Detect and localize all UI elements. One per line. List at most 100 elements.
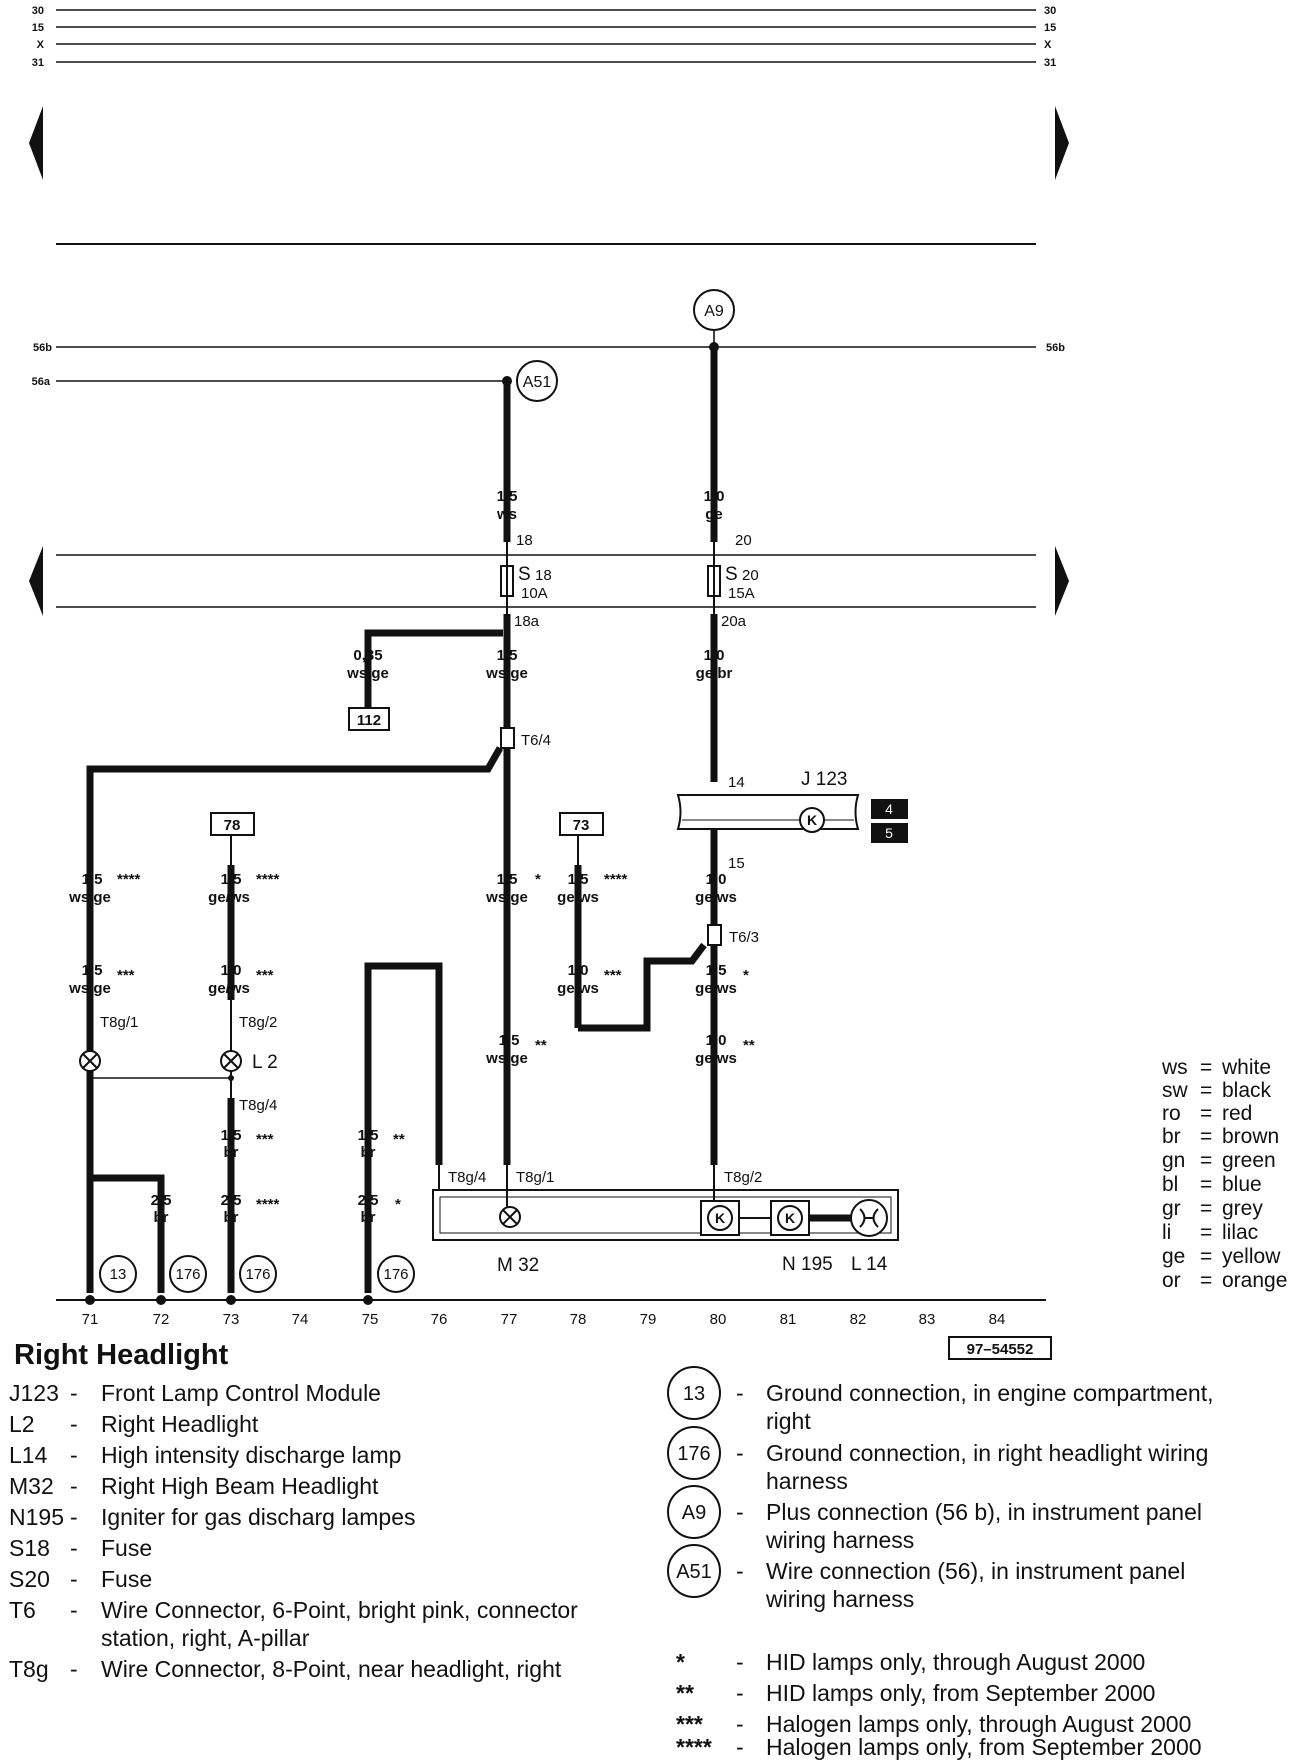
color-eq: = bbox=[1200, 1079, 1212, 1102]
key-dash: - bbox=[70, 1504, 78, 1530]
key-symbol: A51 bbox=[676, 1561, 712, 1583]
key-desc-cont: station, right, A-pillar bbox=[101, 1625, 310, 1651]
wire-size: 1,5 bbox=[358, 1127, 379, 1144]
wire-color: ws/ge bbox=[68, 980, 111, 997]
connector-t8g2-label-b: T8g/2 bbox=[724, 1169, 762, 1186]
wire-size: 2,5 bbox=[358, 1192, 379, 1209]
wire-note-mark: **** bbox=[604, 871, 628, 888]
key-desc: Ground connection, in engine compartment… bbox=[766, 1380, 1214, 1406]
key-dash: - bbox=[736, 1440, 744, 1466]
wire-size: 1,0 bbox=[568, 962, 589, 979]
rail-15-label-right: 15 bbox=[1044, 22, 1056, 34]
ground-13-symbol bbox=[99, 1255, 137, 1293]
color-name: white bbox=[1221, 1056, 1271, 1079]
rail-30-label: 30 bbox=[32, 5, 44, 17]
key-dash: - bbox=[70, 1656, 78, 1682]
supply-rails bbox=[56, 9, 1036, 63]
wire-size: 1,0 bbox=[704, 488, 725, 505]
n195-k-icon-b bbox=[777, 1205, 803, 1231]
wire-size: 1,0 bbox=[221, 962, 242, 979]
ground-176-label: 176 bbox=[245, 1266, 270, 1283]
s18-number: 18 bbox=[535, 567, 552, 584]
wire-size: 1,0 bbox=[706, 871, 727, 888]
wire-size: 1,0 bbox=[706, 1032, 727, 1049]
s18-out-pin: 18a bbox=[514, 613, 540, 630]
note-desc: HID lamps only, from September 2000 bbox=[766, 1680, 1155, 1706]
column-number: 72 bbox=[153, 1311, 170, 1328]
wire-color: ge/ws bbox=[695, 1050, 737, 1067]
key-desc: Fuse bbox=[101, 1566, 152, 1592]
key-desc: High intensity discharge lamp bbox=[101, 1442, 401, 1468]
color-code: ge bbox=[1162, 1245, 1185, 1268]
key-dash: - bbox=[736, 1380, 744, 1406]
wire-note-mark: ** bbox=[535, 1037, 547, 1054]
key-dash: - bbox=[70, 1473, 78, 1499]
footnotes: * - HID lamps only, through August 2000 … bbox=[676, 1649, 1202, 1760]
key-dash: - bbox=[70, 1566, 78, 1592]
color-eq: = bbox=[1200, 1245, 1212, 1268]
rail-x-label: X bbox=[37, 39, 45, 51]
n195-k-icon-a bbox=[707, 1205, 733, 1231]
rail-30-label-right: 30 bbox=[1044, 5, 1056, 17]
color-code: ws bbox=[1161, 1056, 1188, 1079]
continue-right-arrow-top bbox=[1055, 106, 1069, 180]
rail-56b-label-right: 56b bbox=[1046, 342, 1065, 354]
wire-note-mark: ** bbox=[393, 1131, 405, 1148]
connector-t6-4 bbox=[500, 727, 515, 749]
j123-module bbox=[676, 794, 860, 830]
wire-size: 1,5 bbox=[568, 871, 589, 888]
rail-15-label: 15 bbox=[32, 22, 44, 34]
key-code: S18 bbox=[9, 1535, 50, 1561]
rail-56a-label: 56a bbox=[32, 376, 51, 388]
note-desc: HID lamps only, through August 2000 bbox=[766, 1649, 1145, 1675]
wire-note-mark: *** bbox=[117, 967, 135, 984]
rail-56b-label: 56b bbox=[33, 342, 52, 354]
wire-size: 1,5 bbox=[221, 871, 242, 888]
wire-color: ge bbox=[705, 506, 723, 523]
note-desc: Halogen lamps only, from September 2000 bbox=[766, 1734, 1202, 1760]
ground-176-label: 176 bbox=[175, 1266, 200, 1283]
wire-color: ws/ge bbox=[346, 665, 389, 682]
key-dash: - bbox=[70, 1442, 78, 1468]
wire-note-mark: **** bbox=[256, 1196, 280, 1213]
wire-color: ge/ws bbox=[557, 889, 599, 906]
color-name: green bbox=[1222, 1149, 1276, 1172]
key-desc: Wire connection (56), in instrument pane… bbox=[766, 1558, 1185, 1584]
rail-x-label-right: X bbox=[1044, 39, 1052, 51]
j123-tag-box-2 bbox=[871, 823, 908, 843]
color-eq: = bbox=[1200, 1125, 1212, 1148]
ground-13-label: 13 bbox=[110, 1266, 127, 1283]
l2-junction-dot bbox=[228, 1075, 234, 1081]
headlight-housing-inner bbox=[439, 1196, 892, 1234]
connector-t8g4-label: T8g/4 bbox=[239, 1097, 277, 1114]
key-dash: - bbox=[70, 1597, 78, 1623]
wire-color: ge/ws bbox=[208, 980, 250, 997]
a51-point bbox=[516, 360, 558, 402]
continue-left-arrow-mid bbox=[29, 546, 43, 616]
color-code: sw bbox=[1162, 1079, 1189, 1102]
key-code: T6 bbox=[9, 1597, 36, 1623]
wire-size: 1,5 bbox=[497, 488, 518, 505]
key-symbol: 13 bbox=[683, 1383, 705, 1405]
column-number: 82 bbox=[850, 1311, 867, 1328]
wire-color: ge/ws bbox=[557, 980, 599, 997]
note-dash: - bbox=[736, 1649, 744, 1675]
key-code: L2 bbox=[9, 1411, 35, 1437]
color-code: br bbox=[1162, 1125, 1181, 1148]
ground-dot-73 bbox=[226, 1295, 236, 1305]
color-eq: = bbox=[1200, 1102, 1212, 1125]
key-desc-cont: harness bbox=[766, 1468, 848, 1494]
wire-size: 1,5 bbox=[497, 871, 518, 888]
s20-number: 20 bbox=[742, 567, 759, 584]
key-dash: - bbox=[70, 1535, 78, 1561]
wire-color: ws/ge bbox=[68, 889, 111, 906]
wire-color: br bbox=[154, 1209, 169, 1226]
ref-112-label: 112 bbox=[357, 712, 381, 729]
note-dash: - bbox=[736, 1711, 744, 1737]
key-code: S20 bbox=[9, 1566, 50, 1592]
wire-color: ws/ge bbox=[485, 889, 528, 906]
key-symbol: 176 bbox=[677, 1443, 710, 1465]
wire-note-mark: ** bbox=[743, 1037, 755, 1054]
continue-left-arrow-top bbox=[29, 106, 43, 180]
